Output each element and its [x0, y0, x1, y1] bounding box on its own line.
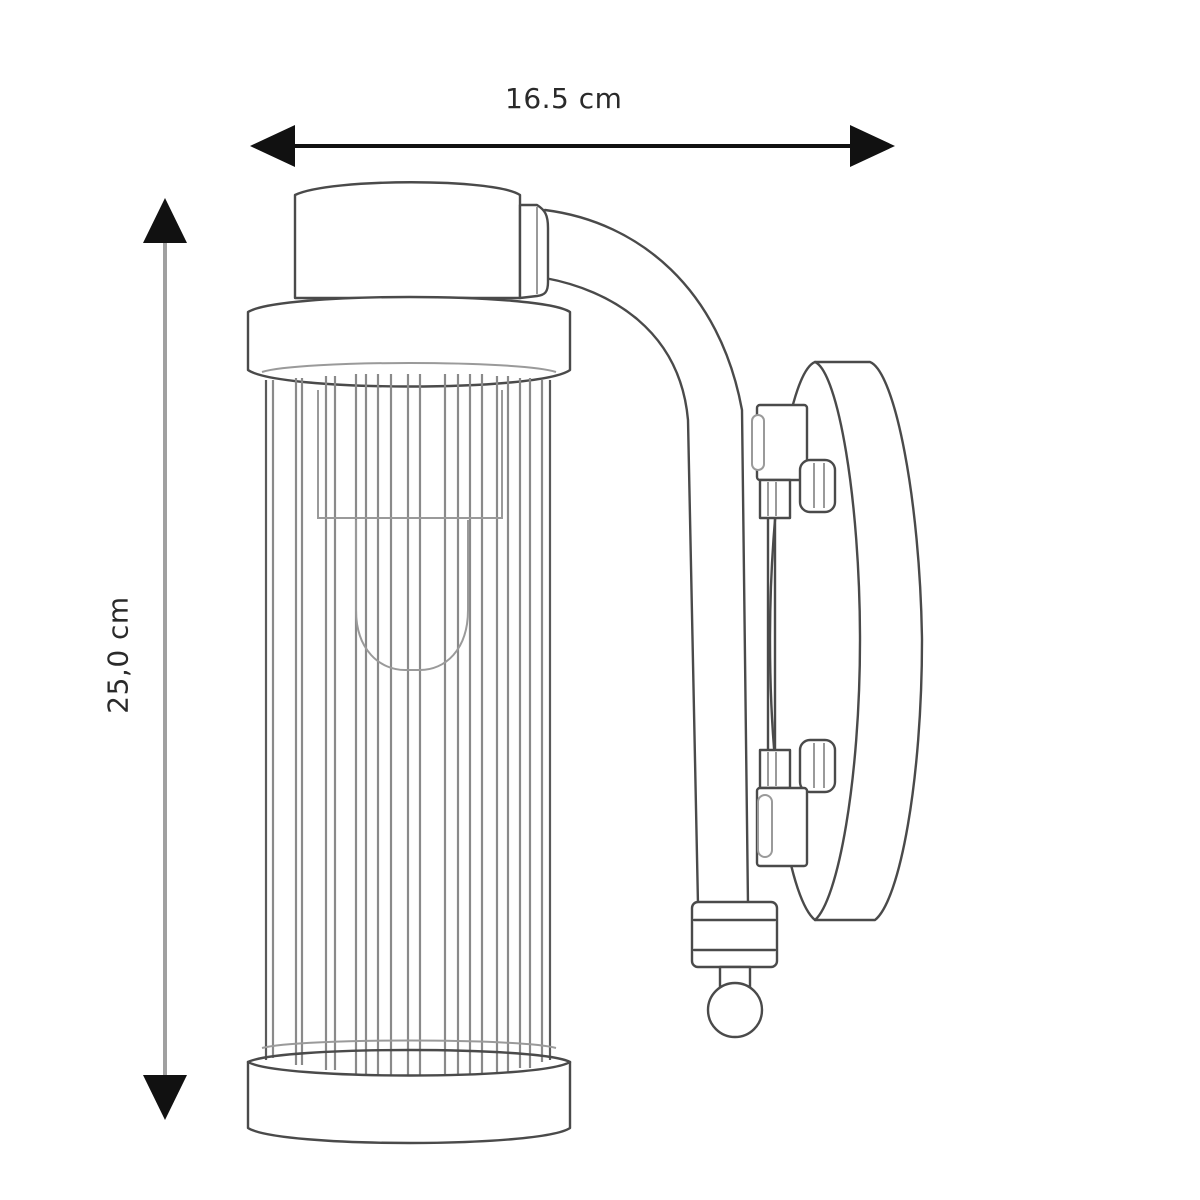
- arm-end-finial: [690, 900, 779, 1039]
- top-cap: [293, 181, 550, 300]
- bottom-collar: [246, 1039, 572, 1145]
- top-collar: [246, 295, 572, 388]
- height-dimension-arrow: [143, 198, 187, 1120]
- bulb: [355, 520, 469, 671]
- glass-rod-cage: [264, 374, 552, 1078]
- mounting-screws: [751, 403, 837, 868]
- height-dimension-label: 25,0 cm: [101, 596, 135, 714]
- bulb-holder: [317, 390, 503, 519]
- width-dimension-label: 16.5 cm: [505, 82, 623, 115]
- width-dimension-arrow: [250, 125, 895, 167]
- curved-arm: [543, 208, 750, 907]
